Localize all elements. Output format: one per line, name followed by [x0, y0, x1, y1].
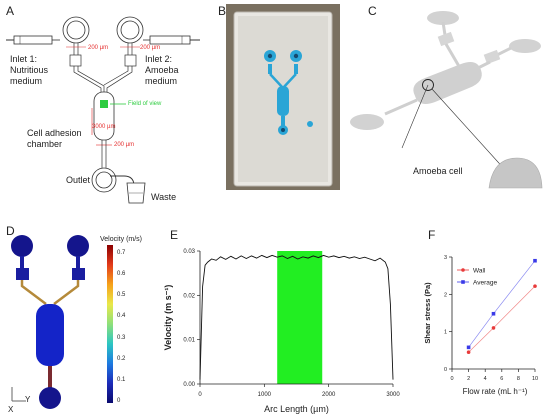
panel-letter-b: B [218, 4, 227, 18]
y-tick-label: 0.00 [183, 382, 195, 388]
y-tick-label: 1 [444, 330, 447, 336]
y-tick-label: 0.03 [183, 249, 195, 255]
panel-letter-d: D [6, 224, 15, 238]
colorbar-tick-label: 0.4 [117, 313, 126, 320]
y-tick-label: 0.02 [183, 293, 195, 299]
y-axis-label: Shear stress (Pa) [423, 282, 432, 344]
panel-letter-f: F [428, 228, 436, 242]
colorbar-title: Velocity (m/s) [100, 236, 143, 243]
x-tick-label: 2000 [322, 392, 336, 398]
x-tick-label: 6 [500, 376, 503, 382]
waste-label: Waste [151, 192, 177, 202]
outlet-label: Outlet [66, 175, 91, 185]
inlet-1-ring [62, 16, 90, 44]
dim-label-1: 200 µm [88, 45, 109, 51]
outlet-ring [91, 167, 117, 193]
y-tick-label: 0.01 [183, 338, 195, 344]
cell-adhesion-chamber [93, 91, 115, 141]
legend-label-wall: Wall [473, 268, 486, 275]
data-point-average [466, 345, 471, 350]
chamber-label-1: Cell adhesion [27, 128, 82, 138]
x-tick-label: 0 [450, 376, 453, 382]
data-point-average [491, 311, 496, 316]
data-point-average [533, 258, 537, 263]
syringe-right-icon [143, 35, 200, 45]
field-of-view-label: Field of view [128, 101, 162, 107]
y-tick-label: 3 [444, 255, 447, 261]
inlet-1-sub: Nutritious [10, 65, 49, 75]
x-tick-label: 0 [198, 392, 202, 398]
legend-label-average: Average [473, 280, 497, 287]
chip-photo [226, 4, 340, 190]
x-tick-label: 1000 [258, 392, 272, 398]
dim-label-2: 200 µm [140, 45, 161, 51]
field-of-view-marker [100, 100, 108, 108]
colorbar-tick-label: 0.6 [117, 271, 126, 278]
colorbar-tick-label: 0.5 [117, 292, 126, 299]
colorbar [107, 245, 113, 403]
colorbar-tick-label: 0.3 [117, 334, 126, 341]
panel-letter-a: A [6, 4, 15, 18]
panel-letter-e: E [170, 228, 179, 242]
dim-label-3: 200 µm [114, 142, 135, 148]
inlet-2-ring [116, 16, 144, 44]
x-tick-label: 8 [517, 376, 520, 382]
dim-label-chamber: 3000 µm [92, 124, 116, 130]
inlet-1-sub2: medium [10, 76, 43, 86]
legend-marker-average [461, 280, 465, 284]
waste-beaker-icon [126, 182, 146, 204]
x-tick-label: 3000 [386, 392, 400, 398]
y-tick-label: 0 [444, 367, 447, 373]
chamber-label-2: chamber [27, 139, 63, 149]
y-tick-label: 2 [444, 292, 447, 298]
velocity-series-line [199, 254, 394, 380]
x-axis-label: Arc Length (µm) [264, 404, 329, 414]
x-axis-label: Flow rate (mL h⁻¹) [463, 387, 528, 396]
x-tick-label: 10 [532, 376, 538, 382]
amoeba-cell-label: Amoeba cell [413, 166, 463, 176]
panel-letter-c: C [368, 4, 377, 18]
colorbar-tick-label: 0 [117, 398, 121, 404]
legend-marker-wall [461, 268, 465, 272]
inlet-1-label: Inlet 1: [10, 54, 38, 64]
colorbar-tick-label: 0.1 [117, 376, 126, 383]
syringe-left-icon [6, 35, 60, 45]
inlet-2-sub: Amoeba [145, 65, 179, 75]
inlet-2-sub2: medium [145, 76, 178, 86]
axis-x-label: X [8, 405, 14, 414]
data-point-wall [466, 350, 471, 354]
data-point-wall [491, 326, 496, 330]
series-line-wall [468, 285, 536, 353]
velocity-simulation [11, 235, 89, 409]
microfluidic-schematic [6, 16, 200, 204]
colorbar-tick-label: 0.7 [117, 250, 126, 256]
data-point-wall [533, 284, 537, 288]
inlet-2-label: Inlet 2: [145, 54, 173, 64]
x-tick-label: 4 [484, 376, 487, 382]
axis-y-label: Y [25, 395, 31, 404]
colorbar-tick-label: 0.2 [117, 355, 126, 362]
chip-3d-render [350, 11, 543, 189]
y-axis-label: Velocity (m s⁻¹) [163, 285, 173, 351]
axis-triad-icon [11, 387, 26, 402]
x-tick-label: 2 [467, 376, 470, 382]
field-of-view-band [277, 251, 323, 384]
